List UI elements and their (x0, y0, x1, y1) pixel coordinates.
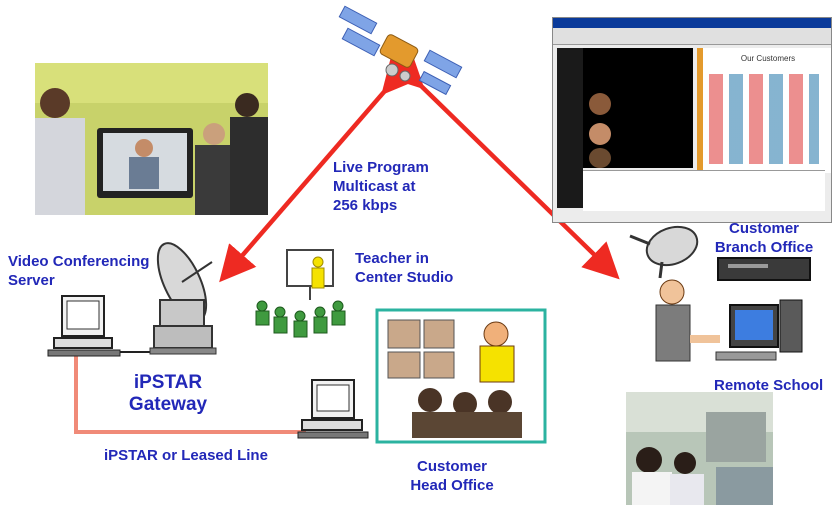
head-office-illustration (375, 308, 547, 444)
screenshot-panel-title: Our Customers (740, 54, 796, 63)
head-office-label: Customer Head Office (410, 458, 494, 494)
leased-line (74, 355, 306, 434)
leased-line-label: iPSTAR or Leased Line (104, 447, 268, 464)
uplink-arrow-left (219, 56, 419, 283)
remote-worker-illustration (655, 279, 803, 362)
satellite-icon (338, 5, 463, 96)
branch-dish-icon (629, 225, 699, 279)
head-office-computer-icon (297, 379, 369, 439)
web-page-screenshot: Our Customers (552, 17, 832, 223)
remote-school-photo (626, 392, 773, 505)
live-program-label: Live Program Multicast at 256 kbps (333, 159, 429, 214)
server-computer-icon (47, 295, 160, 357)
teacher-studio-icon (255, 249, 346, 338)
teacher-label: Teacher in Center Studio (355, 250, 454, 286)
branch-server-icon (717, 257, 811, 281)
uplink-arrow-right (386, 51, 620, 280)
gateway-label: iPSTAR Gateway (128, 372, 208, 415)
video-conferencing-server-label: Video Conferencing Server (8, 253, 150, 289)
gateway-dish-icon (149, 242, 217, 355)
video-conference-photo (35, 63, 268, 215)
remote-school-label: Remote School (714, 377, 824, 394)
branch-office-label: Customer Branch Office (714, 220, 814, 256)
